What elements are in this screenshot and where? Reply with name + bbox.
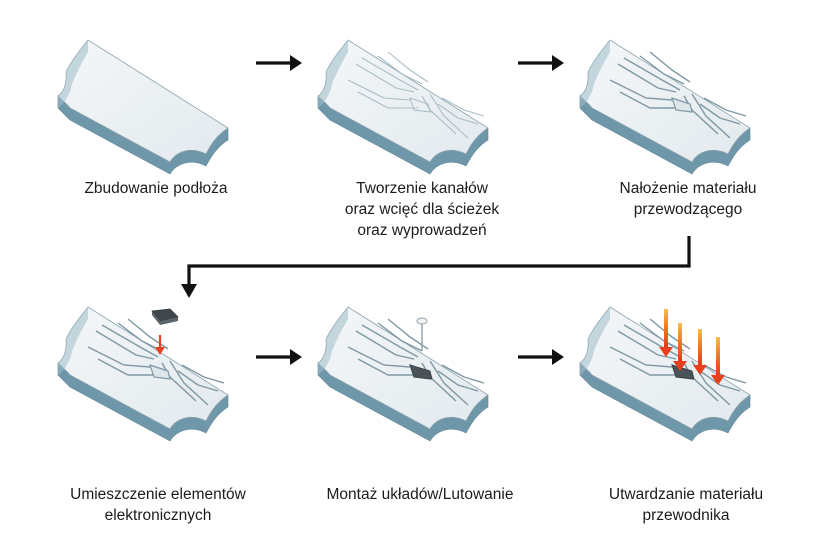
step-4-caption: Umieszczenie elementów elektronicznych bbox=[28, 484, 288, 526]
return-arrow bbox=[181, 236, 691, 298]
mounted-chip bbox=[671, 364, 695, 380]
right-arrow bbox=[518, 55, 564, 71]
caption-line: Utwardzanie materiału bbox=[608, 486, 764, 503]
step-1-caption: Zbudowanie podłoża bbox=[26, 178, 286, 199]
step-6-illustration bbox=[579, 306, 751, 442]
caption-line: oraz wcięć dla ścieżek bbox=[344, 201, 500, 218]
caption-line: Zbudowanie podłoża bbox=[84, 180, 228, 197]
curing-arrow bbox=[673, 323, 687, 371]
curing-arrow bbox=[659, 309, 673, 357]
step-6-caption: Utwardzanie materiału przewodnika bbox=[556, 484, 816, 526]
step-2-illustration bbox=[317, 39, 489, 175]
caption-line: przewodzącego bbox=[633, 201, 743, 218]
curing-arrow bbox=[711, 337, 725, 385]
curing-arrow bbox=[693, 329, 707, 375]
caption-line: Nałożenie materiału bbox=[619, 180, 757, 197]
caption-line: elektronicznych bbox=[104, 507, 212, 524]
step-5-illustration bbox=[317, 306, 489, 442]
right-arrow bbox=[256, 55, 302, 71]
caption-line: przewodnika bbox=[642, 507, 730, 524]
step-4-illustration bbox=[57, 306, 229, 442]
step-3-caption: Nałożenie materiału przewodzącego bbox=[558, 178, 818, 220]
step-1-illustration bbox=[57, 39, 229, 175]
mounted-chip bbox=[409, 364, 433, 380]
caption-line: Tworzenie kanałów bbox=[356, 180, 488, 197]
right-arrow bbox=[256, 349, 302, 365]
caption-line: Montaż układów/Lutowanie bbox=[326, 486, 514, 503]
step-5-caption: Montaż układów/Lutowanie bbox=[290, 484, 550, 505]
right-arrow bbox=[518, 349, 564, 365]
step-2-caption: Tworzenie kanałów oraz wcięć dla ścieżek o… bbox=[292, 178, 552, 241]
step-3-illustration bbox=[579, 39, 751, 175]
caption-line: Umieszczenie elementów bbox=[70, 486, 246, 503]
caption-line: oraz wyprowadzeń bbox=[357, 222, 487, 239]
